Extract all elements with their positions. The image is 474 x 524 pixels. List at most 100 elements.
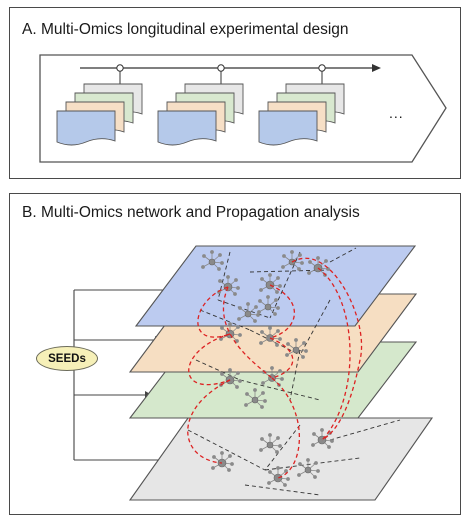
network-node: [211, 466, 215, 470]
network-node: [212, 455, 216, 459]
network-node: [235, 385, 239, 389]
network-node: [220, 326, 224, 330]
network-node: [316, 256, 320, 260]
network-node: [202, 254, 206, 258]
network-node: [220, 261, 224, 265]
more-timepoints-ellipsis: ...: [389, 105, 404, 121]
network-node: [244, 403, 248, 407]
network-node: [276, 436, 280, 440]
network-node: [280, 377, 284, 381]
network-node: [300, 261, 304, 265]
omics-layer-card: [157, 110, 217, 146]
network-node: [201, 265, 205, 269]
network-node: [276, 329, 280, 333]
network-node: [268, 470, 272, 474]
network-node: [257, 310, 261, 314]
propagation-link: [197, 286, 231, 338]
network-layer-4: [128, 417, 434, 501]
cross-layer-links: [187, 257, 363, 479]
network-node: [278, 444, 282, 448]
network-node: [290, 250, 294, 254]
propagation-link: [187, 379, 231, 464]
network-node: [301, 355, 305, 359]
network-node: [294, 338, 298, 342]
network-hub: [292, 346, 300, 354]
network-node: [228, 368, 232, 372]
network-layer-1: [134, 245, 417, 327]
network-node: [276, 276, 280, 280]
omics-layer-card: [258, 110, 318, 146]
network-node: [238, 333, 242, 337]
network-node: [218, 279, 222, 283]
timepoint-stack: [258, 64, 345, 146]
timepoint-marker: [116, 64, 124, 72]
network-node: [297, 473, 301, 477]
network-node: [320, 428, 324, 432]
network-node: [227, 468, 231, 472]
propagation-link: [291, 257, 363, 441]
network-node: [311, 443, 315, 447]
network-hub: [266, 441, 274, 449]
network-node: [278, 284, 282, 288]
timepoint-marker: [217, 64, 225, 72]
network-hub: [251, 396, 259, 404]
network-node: [270, 366, 274, 370]
network-node: [234, 278, 238, 282]
network-node: [228, 322, 232, 326]
network-node: [278, 337, 282, 341]
network-node: [330, 439, 334, 443]
panel-a-title: A. Multi-Omics longitudinal experimental…: [22, 21, 349, 38]
network-hub: [244, 310, 252, 318]
network-boundary: [249, 329, 301, 356]
network-node: [230, 462, 234, 466]
network-node: [276, 306, 280, 310]
network-node: [226, 275, 230, 279]
network-node: [297, 267, 301, 271]
network-boundary: [299, 299, 331, 356]
network-boundary: [187, 429, 266, 471]
network-node: [259, 448, 263, 452]
network-node: [260, 277, 264, 281]
layer-network: [201, 247, 357, 319]
network-node: [233, 292, 237, 296]
network-node: [256, 313, 260, 317]
network-node: [238, 306, 242, 310]
network-node: [313, 475, 317, 479]
network-node: [314, 461, 318, 465]
network-node: [260, 405, 264, 409]
network-node: [281, 265, 285, 269]
network-boundary: [264, 457, 361, 471]
network-node: [238, 379, 242, 383]
network-boundary: [264, 424, 301, 471]
network-hub: [304, 466, 312, 474]
network-node: [275, 290, 279, 294]
network-node: [235, 339, 239, 343]
network-boundary: [329, 247, 357, 263]
network-hub: [208, 258, 216, 266]
network-boundary: [244, 484, 321, 496]
seeds-label: SEEDs: [48, 352, 86, 365]
network-node: [236, 371, 240, 375]
network-node: [324, 259, 328, 263]
propagation-link: [271, 377, 301, 479]
network-node: [286, 477, 290, 481]
network-node: [258, 299, 262, 303]
network-node: [278, 369, 282, 373]
network-node: [283, 483, 287, 487]
network-node: [306, 458, 310, 462]
propagation-link: [269, 284, 296, 339]
network-boundary: [289, 349, 301, 401]
network-node: [268, 326, 272, 330]
network-node: [260, 437, 264, 441]
network-node: [268, 273, 272, 277]
network-node: [302, 341, 306, 345]
network-boundary: [269, 251, 301, 319]
network-hub: [273, 473, 283, 483]
network-node: [276, 466, 280, 470]
timepoint-marker: [318, 64, 326, 72]
network-node: [275, 450, 279, 454]
network-boundary: [195, 359, 241, 381]
network-node: [217, 267, 221, 271]
network-node: [253, 388, 257, 392]
